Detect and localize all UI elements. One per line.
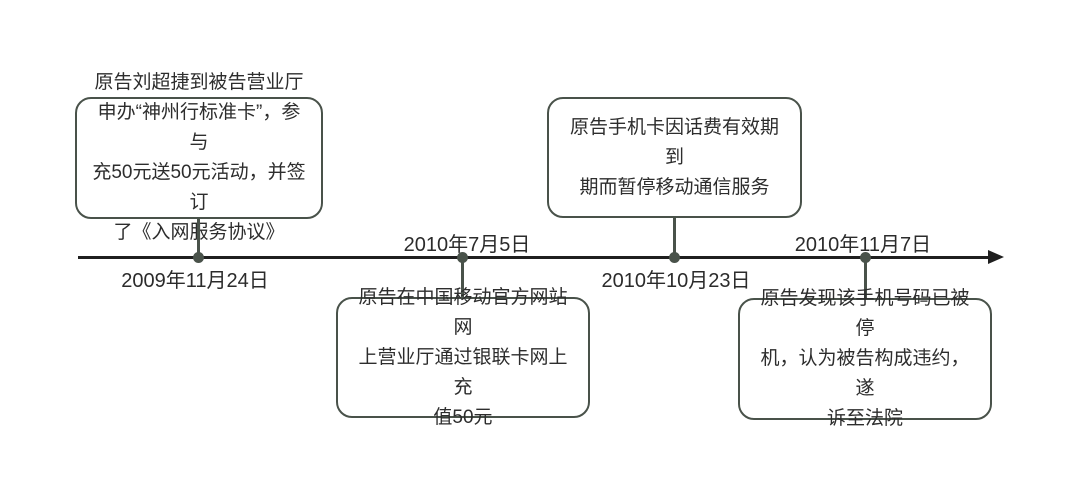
event-date: 2010年7月5日	[403, 234, 531, 256]
event-dot	[193, 252, 204, 263]
event-date: 2010年10月23日	[601, 270, 751, 292]
event-box: 原告发现该手机号码已被停 机，认为被告构成违约，遂 诉至法院	[738, 288, 992, 429]
event-date: 2010年11月7日	[794, 234, 932, 256]
timeline-arrowhead-icon	[988, 250, 1004, 264]
event-connector	[864, 258, 867, 300]
event-connector	[673, 218, 676, 258]
event-box: 原告刘超捷到被告营业厅 申办“神州行标准卡”，参与 充50元送50元活动，并签订…	[75, 72, 323, 243]
event-dot	[457, 252, 468, 263]
event-date: 2009年11月24日	[121, 270, 269, 292]
timeline-axis-line	[78, 256, 990, 259]
event-dot	[669, 252, 680, 263]
event-box: 原告在中国移动官方网站网 上营业厅通过银联卡网上充 值50元	[336, 287, 590, 428]
event-connector	[197, 219, 200, 258]
event-dot	[860, 252, 871, 263]
event-box: 原告手机卡因话费有效期到 期而暂停移动通信服务	[547, 97, 802, 218]
event-connector	[461, 258, 464, 299]
